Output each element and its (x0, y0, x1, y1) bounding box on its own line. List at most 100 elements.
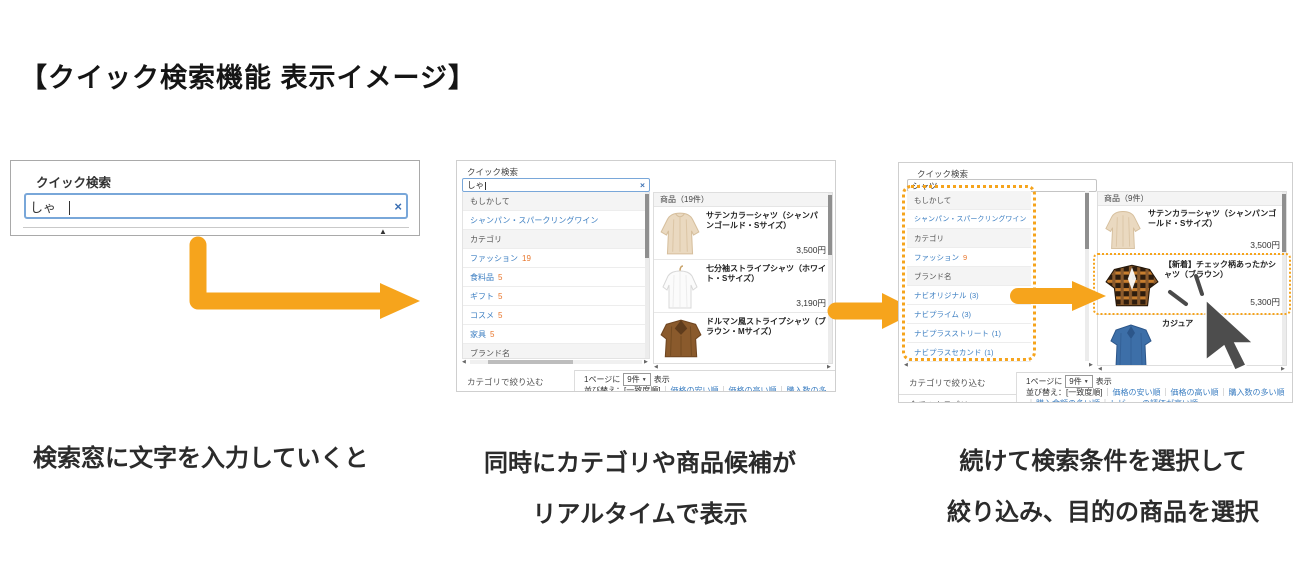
page-title: 【クイック検索機能 表示イメージ】 (20, 63, 476, 93)
product-price: 3,500円 (1250, 240, 1280, 250)
scroll-left-icon[interactable]: ◀ (1098, 366, 1102, 372)
suggest-link[interactable]: シャンパン・スパークリングワイン (907, 210, 1031, 229)
search-input[interactable]: しゃ × (24, 193, 408, 219)
product-image-satin-blouse (660, 212, 700, 255)
search-input-value: シャツ (912, 180, 938, 191)
filter-by-category-button[interactable]: カテゴリで絞り込む (457, 370, 575, 391)
caption-step3: 続けて検索条件を選択して 絞り込み、目的の商品を選択 (910, 441, 1296, 527)
suggest-header-category: カテゴリ (907, 229, 1031, 248)
suggest-header-maybe: もしかして (907, 191, 1031, 210)
product-item[interactable]: ドルマン風ストライプシャツ（ブラウン・Mサイズ） (654, 313, 832, 363)
brand-item[interactable]: ナビオリジナル(3) (907, 286, 1031, 305)
filter-by-category-button[interactable]: カテゴリで絞り込む (899, 372, 1017, 395)
sort-options: 並び替え：[一致度順]｜価格の安い順｜価格の高い順｜購入数の多い順｜購入金額の多… (584, 385, 832, 392)
clear-icon[interactable]: × (640, 180, 645, 190)
panel-step3-refine: クイック検索 シャツ もしかして シャンパン・スパークリングワイン カテゴリ フ… (898, 162, 1293, 403)
select-product-arrow (1010, 281, 1106, 311)
sort-link[interactable]: 価格の安い順 (670, 386, 719, 392)
clear-icon[interactable]: × (394, 198, 402, 214)
flow-arrow-1 (189, 236, 420, 319)
product-image-brown-jacket (660, 319, 702, 358)
product-item[interactable]: 七分袖ストライプシャツ（ホワイト・Sサイズ） 3,190円 (654, 260, 832, 313)
suggest-header-brand: ブランド名 (463, 344, 649, 358)
quick-search-label: クイック検索 (917, 169, 969, 179)
mouse-cursor-icon (1168, 274, 1255, 371)
search-input-value: しゃ (30, 199, 57, 215)
vertical-scrollbar[interactable] (1085, 191, 1089, 361)
sort-link[interactable]: 価格の高い順 (728, 386, 777, 392)
caption-step1: 検索窓に文字を入力していくと (33, 445, 369, 472)
panel-step2-suggest: クイック検索 しゃ × もしかして シャンパン・スパークリングワイン カテゴリ … (456, 160, 836, 392)
suggest-header-category: カテゴリ (463, 230, 649, 249)
horizontal-scrollbar[interactable] (470, 360, 642, 364)
sort-label: 並び替え：[一致度順] (1026, 388, 1103, 397)
product-item[interactable]: サテンカラーシャツ（シャンパンゴールド・Sサイズ） 3,500円 (1098, 206, 1286, 255)
product-item[interactable]: サテンカラーシャツ（シャンパンゴールド・Sサイズ） 3,500円 (654, 207, 832, 260)
caption-step2-line1: 同時にカテゴリや商品候補が (484, 450, 796, 477)
select-arrow-icon: ▼ (641, 376, 647, 383)
product-image-check-shirt (1105, 264, 1159, 307)
scroll-right-icon[interactable]: ▶ (1089, 362, 1093, 368)
search-input-value: しゃ (467, 180, 487, 190)
brand-item[interactable]: ナビプライム(3) (907, 305, 1031, 324)
sort-link[interactable]: 購入金額の多い順 (1036, 399, 1100, 402)
all-categories-button[interactable]: 全てのカテゴリ (899, 395, 1017, 402)
vertical-scrollbar-thumb[interactable] (828, 195, 832, 255)
scroll-left-icon[interactable]: ◀ (654, 364, 658, 370)
select-arrow-icon: ▼ (1083, 378, 1089, 385)
sort-link[interactable]: 価格の高い順 (1170, 388, 1219, 397)
sort-label: 並び替え：[一致度順] (584, 386, 661, 392)
vertical-scrollbar-thumb[interactable] (1282, 194, 1286, 252)
product-price: 5,300円 (1250, 297, 1280, 307)
product-image-blue-shirt (1110, 324, 1152, 365)
scroll-right-icon[interactable]: ▶ (827, 364, 831, 370)
sort-options: 並び替え：[一致度順]｜価格の安い順｜価格の高い順｜購入数の多い順｜購入金額の多… (1026, 387, 1286, 402)
caption-step2: 同時にカテゴリや商品候補が リアルタイムで表示 (470, 443, 810, 529)
vertical-scrollbar[interactable] (1282, 192, 1286, 365)
horizontal-scrollbar-thumb[interactable] (488, 360, 573, 364)
products-header: 商品（9件） (1098, 192, 1286, 206)
scroll-up-icon[interactable]: ▲ (379, 227, 387, 236)
vertical-scrollbar[interactable] (645, 192, 649, 358)
dropdown-top-divider (23, 227, 409, 228)
brand-item[interactable]: ナビプラスセカンド(1) (907, 343, 1031, 362)
vertical-scrollbar[interactable] (828, 193, 832, 363)
product-price: 3,190円 (796, 298, 826, 308)
per-page-control: 1ページに 9件▼ 表示 (1026, 375, 1112, 388)
suggest-link[interactable]: シャンパン・スパークリングワイン (463, 211, 649, 230)
sort-link[interactable]: 価格の安い順 (1112, 388, 1161, 397)
per-page-select[interactable]: 9件▼ (1065, 375, 1093, 388)
vertical-scrollbar-thumb[interactable] (645, 194, 649, 258)
products-header: 商品（19件） (654, 193, 832, 207)
per-page-select[interactable]: 9件▼ (623, 373, 651, 386)
footer-divider (899, 372, 1292, 373)
text-caret (69, 201, 70, 215)
scroll-right-icon[interactable]: ▶ (1281, 366, 1285, 372)
scroll-left-icon[interactable]: ◀ (904, 362, 908, 368)
caption-step3-line2: 絞り込み、目的の商品を選択 (947, 499, 1259, 526)
search-input[interactable]: しゃ × (462, 178, 650, 192)
caption-step3-line1: 続けて検索条件を選択して (959, 448, 1247, 475)
vertical-scrollbar-thumb[interactable] (1085, 193, 1089, 249)
product-item[interactable]: カジュア (1098, 315, 1286, 365)
scroll-right-icon[interactable]: ▶ (644, 359, 648, 365)
product-price: 3,500円 (796, 245, 826, 255)
sort-link[interactable]: 購入数の多い順 (1228, 388, 1285, 397)
per-page-control: 1ページに 9件▼ 表示 (584, 373, 670, 386)
brand-item[interactable]: ナビプラスストリート(1) (907, 324, 1031, 343)
sort-link[interactable]: 購入数の多い順 (786, 386, 827, 392)
panel-step1-search-box: クイック検索 しゃ × ▲ (10, 160, 420, 236)
sort-link[interactable]: レビューの評価が高い順 (1110, 399, 1198, 402)
quick-search-label: クイック検索 (467, 167, 519, 177)
scroll-left-icon[interactable]: ◀ (462, 359, 466, 365)
product-image-white-shirt (662, 265, 698, 309)
suggest-header-brand: ブランド名 (907, 267, 1031, 286)
